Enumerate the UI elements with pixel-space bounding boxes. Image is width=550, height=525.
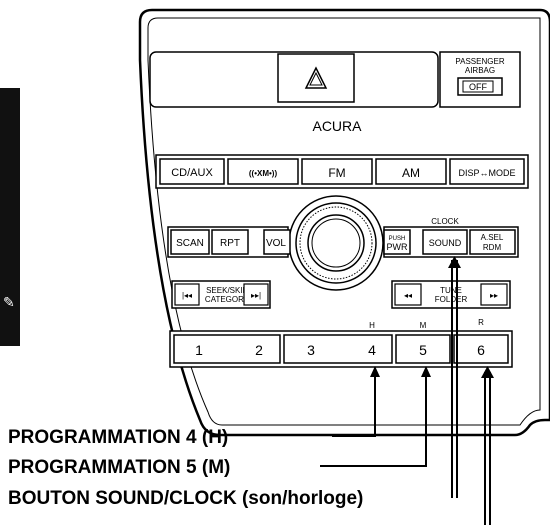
preset-5-button[interactable]: [395, 334, 451, 364]
brand-label: ACURA: [312, 118, 362, 134]
airbag-label-1: PASSENGER: [455, 57, 504, 66]
preset-4-label: 4: [368, 342, 376, 358]
tune-forward-icon: ▸▸: [490, 291, 498, 300]
preset-1-2-button[interactable]: [173, 334, 281, 364]
clock-label: CLOCK: [431, 217, 459, 226]
rdm-label: RDM: [483, 243, 502, 252]
tune-back-button[interactable]: [394, 283, 422, 306]
rpt-label: RPT: [220, 238, 240, 249]
tune-forward-button[interactable]: [480, 283, 508, 306]
scan-label: SCAN: [176, 238, 204, 249]
hint-r: R: [478, 318, 484, 327]
airbag-label-2: AIRBAG: [465, 66, 495, 75]
seek-forward-button[interactable]: [243, 283, 269, 306]
preset-5-label: 5: [419, 342, 427, 358]
disp-mode-label: DISP↔MODE: [458, 168, 515, 178]
am-button[interactable]: [375, 158, 447, 185]
preset-1-label: 1: [195, 342, 203, 358]
seekskip-label: SEEK/SKIP: [206, 286, 248, 295]
hint-m: M: [420, 321, 427, 330]
sound-button[interactable]: [422, 229, 468, 255]
fm-label: FM: [328, 166, 345, 180]
airbag-status: OFF: [469, 82, 487, 92]
xm-button[interactable]: [227, 158, 299, 185]
hazard-icon: [304, 66, 328, 89]
power-button[interactable]: [383, 229, 411, 255]
tune-back-icon: ◂◂: [404, 291, 412, 300]
seek-forward-icon: ▸▸|: [251, 291, 261, 300]
callout-leaders: [320, 260, 491, 525]
xm-label: ((•XM•)): [249, 169, 278, 178]
pwr-label: PWR: [387, 242, 408, 252]
category-label: CATEGORY: [205, 295, 250, 304]
callout-preset-4: PROGRAMMATION 4 (H): [8, 427, 229, 448]
hazard-button[interactable]: [277, 53, 355, 103]
note-icon: ✎: [3, 295, 15, 311]
callout-sound-clock: BOUTON SOUND/CLOCK (son/horloge): [8, 488, 364, 509]
asel-rdm-button[interactable]: [469, 229, 516, 255]
am-label: AM: [402, 166, 420, 180]
push-label: PUSH: [389, 236, 406, 242]
seek-back-button[interactable]: [174, 283, 200, 306]
preset-6-button[interactable]: [453, 334, 509, 364]
preset-3-4-button[interactable]: [283, 334, 393, 364]
preset-3-label: 3: [307, 342, 315, 358]
source-button-row: CD/AUX ((•XM•)) FM AM DISP↔MODE: [155, 154, 529, 189]
vol-button[interactable]: [263, 229, 291, 255]
scan-button[interactable]: [170, 229, 210, 255]
seek-back-icon: |◂◂: [182, 291, 192, 300]
hint-h: H: [369, 321, 375, 330]
sound-label: SOUND: [429, 238, 462, 248]
disp-mode-button[interactable]: [449, 158, 525, 185]
vol-label: VOL: [266, 238, 286, 249]
callout-preset-5: PROGRAMMATION 5 (M): [8, 457, 231, 478]
cdaux-label: CD/AUX: [171, 167, 213, 179]
fm-button[interactable]: [301, 158, 373, 185]
rpt-button[interactable]: [211, 229, 249, 255]
side-tab: [0, 88, 20, 346]
callout-arrowheads: [370, 256, 494, 378]
preset-2-label: 2: [255, 342, 263, 358]
cdaux-button[interactable]: [159, 158, 225, 185]
preset-6-label: 6: [477, 342, 485, 358]
asel-label: A.SEL: [481, 233, 504, 242]
